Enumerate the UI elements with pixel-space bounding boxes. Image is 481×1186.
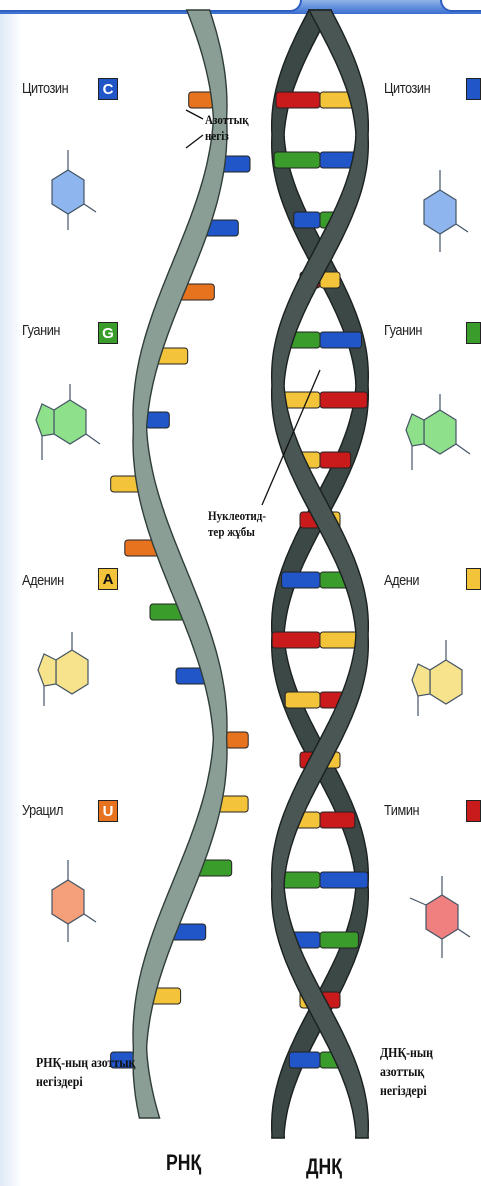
cytosine-label-right: Цитозин xyxy=(384,80,430,97)
guanine-label-right: Гуанин xyxy=(384,322,422,339)
annotation-line: тер жұбы xyxy=(208,524,266,540)
dna-base-cytosine xyxy=(282,572,320,588)
guanine-molecule-right xyxy=(406,394,470,470)
dna-base-thymine xyxy=(320,812,355,828)
rna-base-uracil xyxy=(189,92,214,108)
nucleotide-pair-annotation: Нуклеотид- тер жұбы xyxy=(208,508,266,540)
dna-base-cytosine xyxy=(294,212,320,228)
adenine-molecule-right xyxy=(412,640,462,716)
adenine-molecule-left xyxy=(38,632,88,706)
rna-base-cytosine xyxy=(146,412,169,428)
dna-base-cytosine xyxy=(289,1052,320,1068)
caption-line: негіздері xyxy=(36,1073,135,1092)
annotation-line: Нуклеотид- xyxy=(208,508,266,524)
uracil-label-left: Урацил xyxy=(22,802,63,819)
uracil-letter-badge: U xyxy=(98,800,118,822)
adenine-letter-badge-right xyxy=(466,568,481,590)
rna-base-uracil xyxy=(226,732,248,748)
guanine-label-left: Гуанин xyxy=(22,322,60,339)
guanine-letter-badge-right xyxy=(466,322,481,344)
dna-base-guanine xyxy=(320,932,358,948)
rna-backbone xyxy=(133,10,227,1118)
rna-bases-caption: РНҚ-ның азоттық негіздері xyxy=(36,1054,135,1092)
guanine-molecule-left xyxy=(36,384,100,460)
cytosine-letter-badge: C xyxy=(98,78,118,100)
nitrogen-base-annotation: Азоттық негіз xyxy=(205,112,249,144)
dna-base-thymine xyxy=(320,392,367,408)
adenine-label-left: Аденин xyxy=(22,572,64,589)
dna-base-cytosine xyxy=(320,872,368,888)
adenine-label-right: Адени xyxy=(384,572,419,589)
uracil-molecule-left xyxy=(52,860,96,942)
dna-base-cytosine xyxy=(320,332,362,348)
thymine-molecule-right xyxy=(410,876,470,958)
dna-base-adenine xyxy=(285,692,320,708)
cytosine-molecule-left xyxy=(52,150,96,230)
thymine-letter-badge-right xyxy=(466,800,481,822)
caption-line: негіздері xyxy=(380,1082,466,1101)
thymine-label-right: Тимин xyxy=(384,802,419,819)
cytosine-label-left: Цитозин xyxy=(22,80,68,97)
base-pointer-line xyxy=(186,110,203,119)
dna-title: ДНҚ xyxy=(306,1154,342,1180)
dna-base-thymine xyxy=(320,452,351,468)
dna-bases-caption: ДНҚ-ның азоттық негіздері xyxy=(380,1044,466,1101)
rna-strand-front xyxy=(133,10,227,1118)
dna-base-thymine xyxy=(272,632,320,648)
dna-base-guanine xyxy=(274,152,320,168)
annotation-line: Азоттық xyxy=(205,112,249,128)
dna-base-thymine xyxy=(276,92,320,108)
annotation-line: негіз xyxy=(205,128,249,144)
cytosine-molecule-right xyxy=(424,170,468,252)
adenine-letter-badge: A xyxy=(98,568,118,590)
caption-line: РНҚ-ның азоттық xyxy=(36,1054,135,1073)
base-pointer-line xyxy=(186,135,203,148)
guanine-letter-badge: G xyxy=(98,322,118,344)
caption-line: ДНҚ-ның азоттық xyxy=(380,1044,466,1082)
rna-title: РНҚ xyxy=(166,1150,201,1176)
cytosine-letter-badge-right xyxy=(466,78,481,100)
